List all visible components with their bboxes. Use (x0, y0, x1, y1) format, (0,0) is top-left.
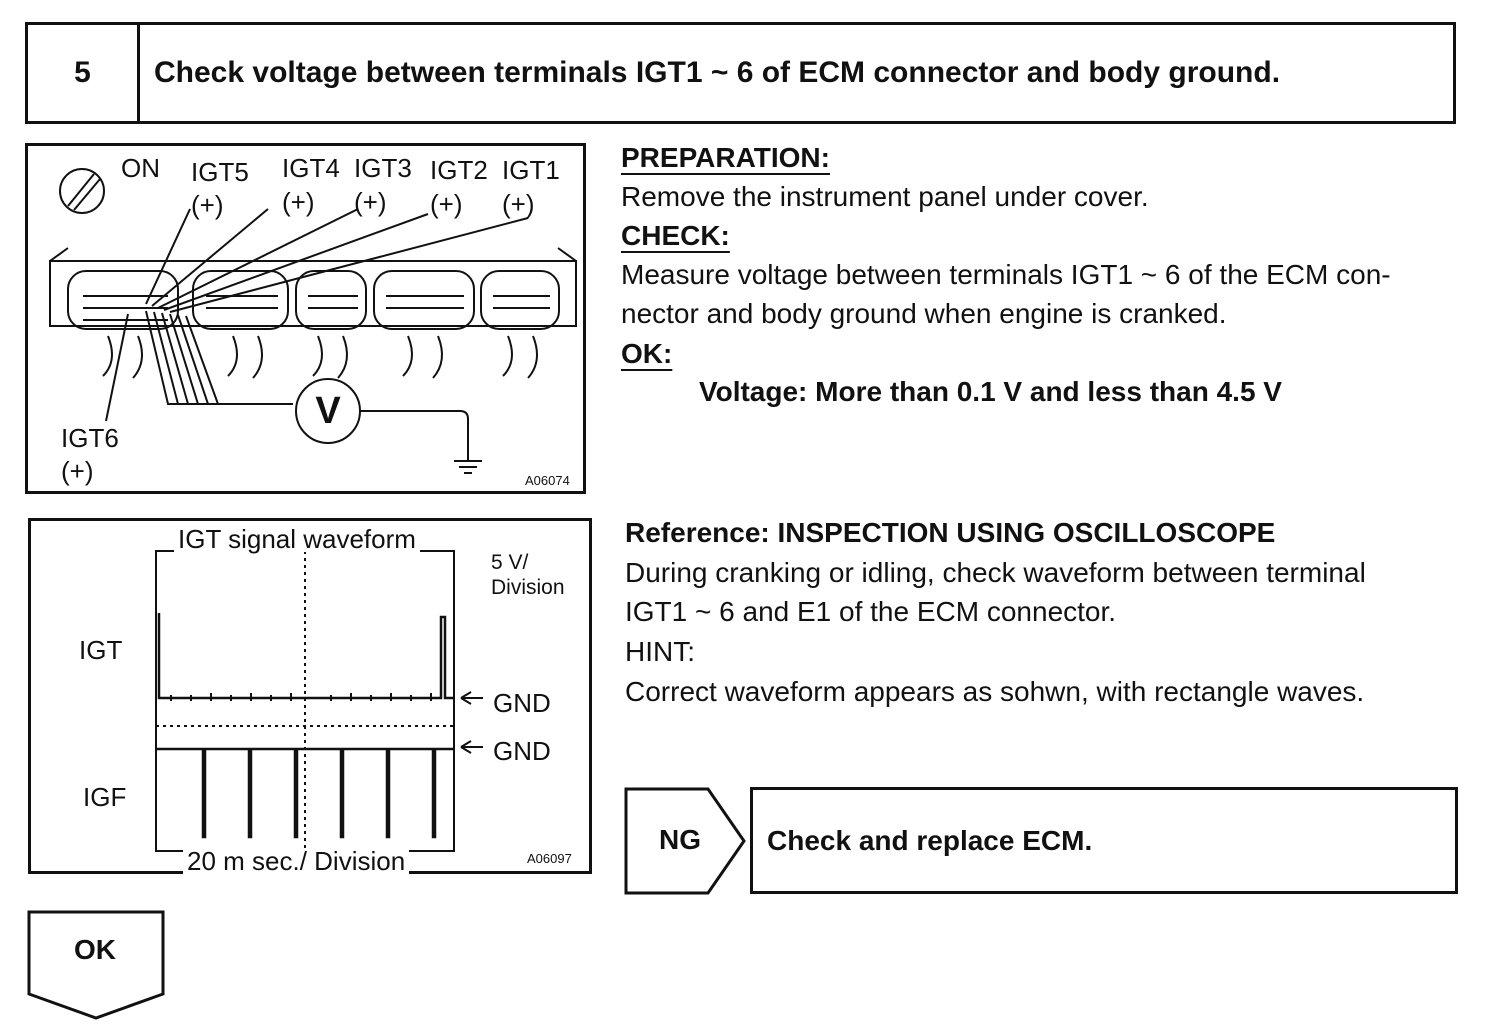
check-text-line2: nector and body ground when engine is cr… (621, 298, 1227, 329)
terminal-igt4-sign: (+) (282, 187, 315, 217)
ng-action-box: Check and replace ECM. (750, 787, 1458, 894)
check-text-line1: Measure voltage between terminals IGT1 ~… (621, 259, 1391, 290)
step-header: 5 Check voltage between terminals IGT1 ~… (25, 22, 1456, 124)
vertical-scale-line2: Division (491, 576, 565, 599)
ng-result-tag: NG (624, 787, 748, 896)
reference-line2: IGT1 ~ 6 and E1 of the ECM connector. (625, 596, 1117, 627)
igf-trace (156, 747, 454, 839)
terminal-igt3-sign: (+) (354, 187, 387, 217)
ok-tag-shape (27, 910, 165, 1020)
preparation-heading: PREPARATION: (621, 142, 830, 173)
horizontal-scale: 20 m sec./ Division (183, 848, 410, 874)
terminal-igt2-sign: (+) (430, 189, 463, 219)
figure-code: A06097 (527, 851, 572, 866)
waveform-title: IGT signal waveform (174, 526, 420, 552)
terminal-igt1-name: IGT1 (502, 155, 560, 185)
hint-label: HINT: (625, 636, 695, 667)
terminal-igt1-sign: (+) (502, 189, 535, 219)
step-number: 5 (28, 25, 140, 121)
hint-text: Correct waveform appears as sohwn, with … (625, 676, 1365, 707)
reference-heading: Reference: INSPECTION USING OSCILLOSCOPE (625, 517, 1276, 548)
step-title: Check voltage between terminals IGT1 ~ 6… (154, 56, 1281, 89)
gnd-label-igf: GND (493, 736, 551, 766)
ecm-connector-diagram: ON IGT5 (+) IGT4 (+) IGT3 (+) IGT2 (+) I… (25, 143, 586, 494)
ok-heading: OK: (621, 338, 673, 369)
preparation-text: Remove the instrument panel under cover. (621, 181, 1149, 212)
figure-code: A06074 (525, 473, 570, 488)
terminal-igt4-name: IGT4 (282, 153, 340, 183)
ignition-on-label: ON (121, 153, 160, 183)
terminal-igt5-name: IGT5 (191, 157, 249, 187)
igt-label: IGT (79, 635, 123, 665)
reference-line1: During cranking or idling, check wavefor… (625, 557, 1366, 588)
gnd-label-igt: GND (493, 688, 551, 718)
ok-label: OK (74, 934, 116, 965)
terminal-igt3-name: IGT3 (354, 153, 412, 183)
voltmeter-symbol: V (315, 390, 341, 432)
igf-label: IGF (83, 782, 127, 812)
vertical-scale-line1: 5 V/ (491, 551, 529, 574)
terminal-igt6-name: IGT6 (61, 423, 119, 453)
waveform-diagram: IGT signal waveform 5 V/ Division IGT IG… (28, 518, 592, 874)
ng-label: NG (659, 824, 701, 855)
igt-trace (157, 613, 454, 700)
ng-action-text: Check and replace ECM. (767, 824, 1093, 856)
terminal-igt2-name: IGT2 (430, 155, 488, 185)
ignition-key-icon (59, 168, 105, 214)
ng-tag-shape (624, 787, 746, 895)
ecm-connector-drawing (49, 168, 577, 474)
terminal-igt5-sign: (+) (191, 190, 224, 220)
ok-result-tag: OK (27, 910, 167, 1022)
ok-spec-text: Voltage: More than 0.1 V and less than 4… (699, 376, 1282, 407)
terminal-igt6-sign: (+) (61, 456, 94, 486)
check-heading: CHECK: (621, 220, 730, 251)
